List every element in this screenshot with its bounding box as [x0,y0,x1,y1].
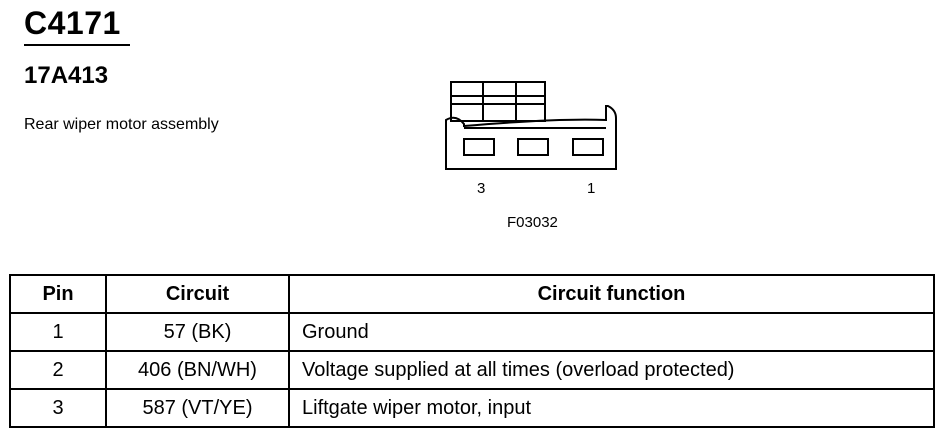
table-row: 1 57 (BK) Ground [9,312,935,352]
pin-cavity [517,138,549,156]
circuit-cell: 587 (VT/YE) [105,388,290,428]
table-row: 2 406 (BN/WH) Voltage supplied at all ti… [9,350,935,390]
table-header-row: Pin Circuit Circuit function [9,274,935,314]
title-underline [24,44,130,46]
connector-face-diagram [445,81,617,170]
figure-id: F03032 [507,214,558,231]
circuit-function-cell: Voltage supplied at all times (overload … [288,350,935,390]
circuit-cell: 57 (BK) [105,312,290,352]
column-header-pin: Pin [9,274,107,314]
part-number: 17A413 [24,62,109,89]
pin-table: Pin Circuit Circuit function 1 57 (BK) G… [9,274,935,428]
circuit-function-cell: Ground [288,312,935,352]
pin-cell: 2 [9,350,107,390]
connector-id: C4171 [24,5,121,41]
column-header-circuit-function: Circuit function [288,274,935,314]
component-description: Rear wiper motor assembly [24,116,219,133]
pin-cavity [463,138,495,156]
circuit-cell: 406 (BN/WH) [105,350,290,390]
pin-label-1: 1 [587,180,596,197]
pin-cell: 1 [9,312,107,352]
table-row: 3 587 (VT/YE) Liftgate wiper motor, inpu… [9,388,935,428]
pin-label-3: 3 [477,180,486,197]
column-header-circuit: Circuit [105,274,290,314]
circuit-function-cell: Liftgate wiper motor, input [288,388,935,428]
pin-cell: 3 [9,388,107,428]
latch-block [450,81,546,122]
connector-housing [445,105,617,170]
pin-cavity [572,138,604,156]
